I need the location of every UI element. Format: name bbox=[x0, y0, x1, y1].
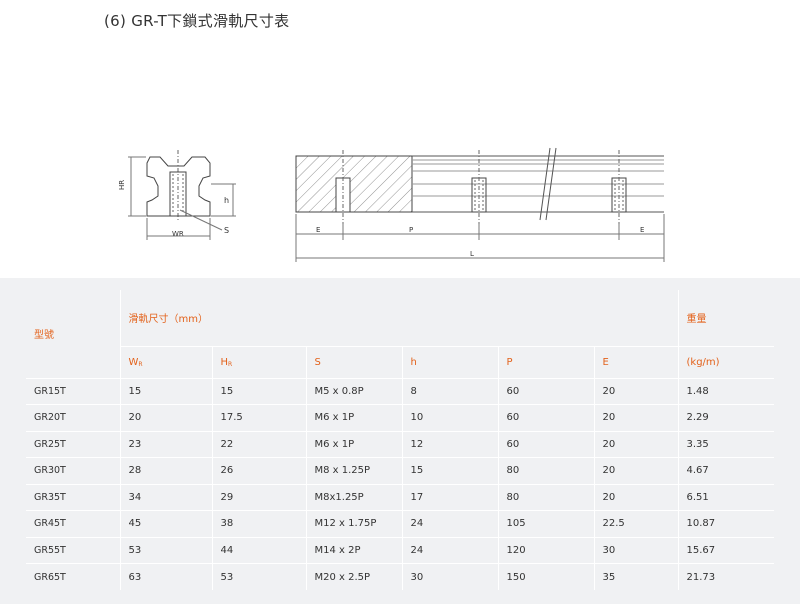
e-cell: 20 bbox=[593, 404, 678, 431]
model-cell: GR45T bbox=[26, 510, 120, 537]
weight-header: 重量 bbox=[677, 290, 774, 346]
e-cell: 22.5 bbox=[593, 510, 678, 537]
weight-cell: 1.48 bbox=[677, 377, 774, 405]
e-right-label: E bbox=[640, 226, 644, 234]
weight-cell: 4.67 bbox=[677, 457, 774, 484]
weight-cell: 6.51 bbox=[677, 483, 774, 511]
hr-label: HR bbox=[118, 180, 126, 190]
hr-cell: 17.5 bbox=[211, 404, 306, 431]
h-cell: 17 bbox=[401, 483, 498, 511]
p-cell: 80 bbox=[497, 483, 594, 511]
s-cell: M6 x 1P bbox=[305, 404, 402, 431]
drawing-area bbox=[0, 0, 800, 278]
h-label: h bbox=[224, 196, 229, 205]
model-header: 型號 bbox=[34, 330, 54, 342]
h-header: h bbox=[401, 345, 498, 378]
p-cell: 105 bbox=[497, 510, 594, 537]
hr-cell: 38 bbox=[211, 510, 306, 537]
p-cell: 80 bbox=[497, 457, 594, 484]
s-cell: M14 x 2P bbox=[305, 536, 402, 564]
h-cell: 8 bbox=[401, 377, 498, 405]
wr-cell: 53 bbox=[119, 536, 212, 564]
wr-cell: 63 bbox=[119, 563, 212, 590]
s-cell: M6 x 1P bbox=[305, 430, 402, 458]
weight-unit-header: (kg/m) bbox=[677, 345, 774, 378]
h-cell: 24 bbox=[401, 536, 498, 564]
p-cell: 150 bbox=[497, 563, 594, 590]
rail-spec-table: 型號 滑軌尺寸（mm） 重量 WR HR S h P E (kg/m) GR15… bbox=[26, 290, 774, 590]
p-header: P bbox=[497, 345, 594, 378]
e-cell: 35 bbox=[593, 563, 678, 590]
wr-cell: 23 bbox=[119, 430, 212, 458]
e-header: E bbox=[593, 345, 678, 378]
weight-cell: 3.35 bbox=[677, 430, 774, 458]
table-header-row: 型號 滑軌尺寸（mm） 重量 bbox=[26, 290, 774, 346]
e-cell: 20 bbox=[593, 377, 678, 405]
hr-cell: 15 bbox=[211, 377, 306, 405]
s-header: S bbox=[305, 345, 402, 378]
model-cell: GR30T bbox=[26, 457, 120, 484]
p-label: P bbox=[409, 226, 413, 234]
wr-label: WR bbox=[172, 230, 184, 238]
e-left-label: E bbox=[316, 226, 320, 234]
model-cell: GR25T bbox=[26, 430, 120, 458]
h-cell: 10 bbox=[401, 404, 498, 431]
page-title: (6) GR-T下鎖式滑軌尺寸表 bbox=[104, 12, 290, 30]
e-cell: 20 bbox=[593, 430, 678, 458]
s-cell: M12 x 1.75P bbox=[305, 510, 402, 537]
s-cell: M5 x 0.8P bbox=[305, 377, 402, 405]
hr-cell: 29 bbox=[211, 483, 306, 511]
h-cell: 24 bbox=[401, 510, 498, 537]
p-cell: 60 bbox=[497, 430, 594, 458]
weight-cell: 2.29 bbox=[677, 404, 774, 431]
s-cell: M8x1.25P bbox=[305, 483, 402, 511]
rail-technical-drawing: HR h WR S E P E L bbox=[118, 147, 665, 262]
l-label: L bbox=[470, 250, 474, 258]
h-cell: 12 bbox=[401, 430, 498, 458]
weight-cell: 21.73 bbox=[677, 563, 774, 590]
e-cell: 20 bbox=[593, 457, 678, 484]
wr-cell: 45 bbox=[119, 510, 212, 537]
e-cell: 30 bbox=[593, 536, 678, 564]
wr-cell: 15 bbox=[119, 377, 212, 405]
hr-cell: 44 bbox=[211, 536, 306, 564]
s-cell: M8 x 1.25P bbox=[305, 457, 402, 484]
weight-cell: 15.67 bbox=[677, 536, 774, 564]
h-cell: 15 bbox=[401, 457, 498, 484]
p-cell: 120 bbox=[497, 536, 594, 564]
p-cell: 60 bbox=[497, 377, 594, 405]
wr-header: WR bbox=[119, 345, 212, 378]
table-subheader-row: WR HR S h P E (kg/m) bbox=[26, 345, 774, 378]
model-cell: GR65T bbox=[26, 563, 120, 590]
h-cell: 30 bbox=[401, 563, 498, 590]
wr-cell: 28 bbox=[119, 457, 212, 484]
hr-cell: 26 bbox=[211, 457, 306, 484]
e-cell: 20 bbox=[593, 483, 678, 511]
model-cell: GR35T bbox=[26, 483, 120, 511]
model-cell: GR20T bbox=[26, 404, 120, 431]
model-cell: GR55T bbox=[26, 536, 120, 564]
wr-cell: 20 bbox=[119, 404, 212, 431]
rail-side-view bbox=[295, 147, 665, 262]
dimension-header: 滑軌尺寸（mm） bbox=[119, 290, 678, 346]
model-cell: GR15T bbox=[26, 377, 120, 405]
hr-header: HR bbox=[211, 345, 306, 378]
s-label: S bbox=[224, 226, 229, 235]
weight-cell: 10.87 bbox=[677, 510, 774, 537]
hr-cell: 53 bbox=[211, 563, 306, 590]
rail-cross-section bbox=[128, 150, 236, 240]
s-cell: M20 x 2.5P bbox=[305, 563, 402, 590]
p-cell: 60 bbox=[497, 404, 594, 431]
hr-cell: 22 bbox=[211, 430, 306, 458]
wr-cell: 34 bbox=[119, 483, 212, 511]
